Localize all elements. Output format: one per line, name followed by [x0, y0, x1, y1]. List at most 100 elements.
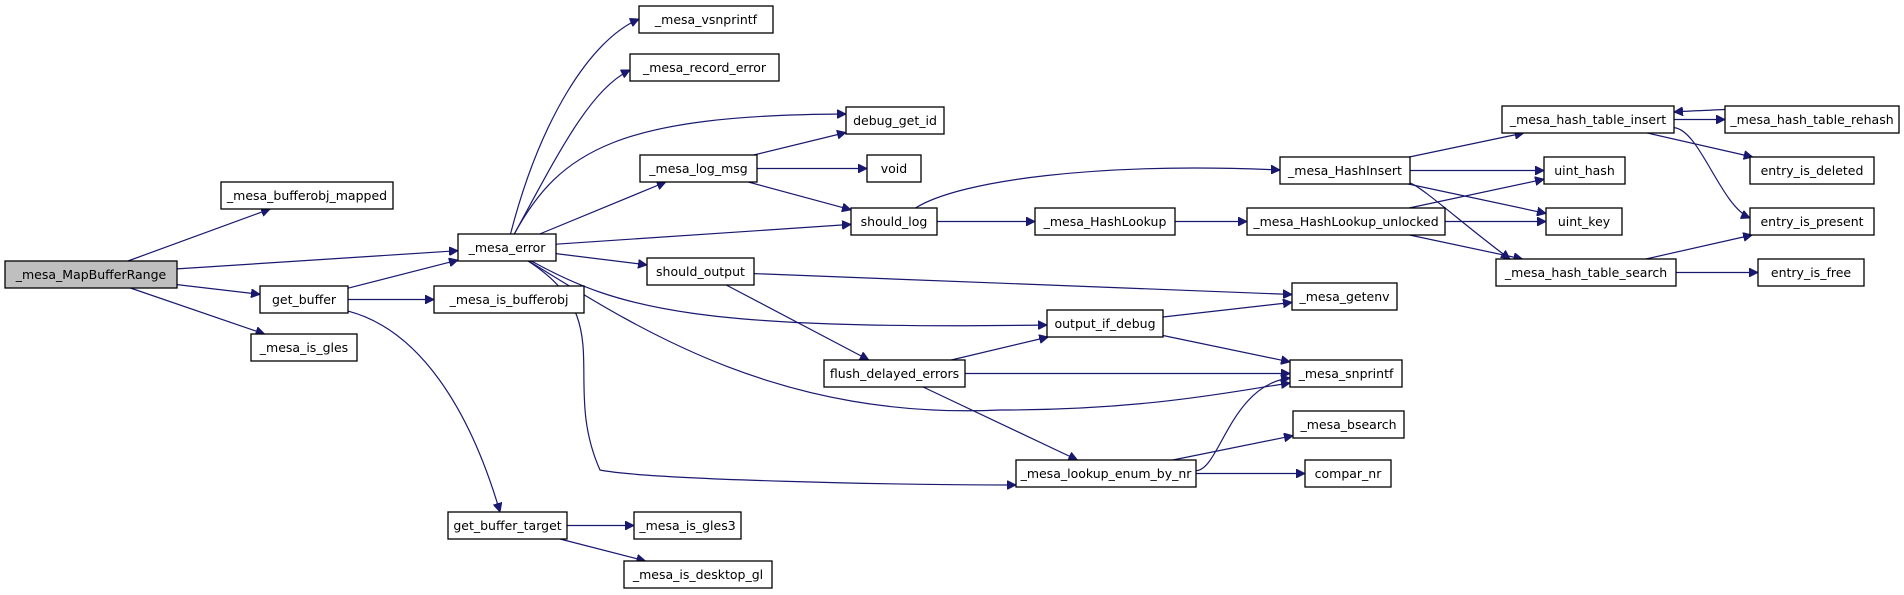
node-box[interactable]	[1501, 105, 1675, 134]
node-mesa-is-bufferobj[interactable]: _mesa_is_bufferobj	[433, 285, 585, 314]
node-mesa-hash-table-rehash[interactable]: _mesa_hash_table_rehash	[1724, 105, 1900, 134]
node-label: _mesa_log_msg	[648, 161, 747, 176]
node-box[interactable]	[1749, 207, 1875, 236]
node-mesa-is-desktop-gl[interactable]: _mesa_is_desktop_gl	[623, 560, 773, 589]
node-label: _mesa_bufferobj_mapped	[226, 188, 387, 203]
edge-mesa-error-to-mesa-record-error	[513, 69, 630, 235]
node-get-buffer-target[interactable]: get_buffer_target	[447, 511, 568, 540]
edge-mesa-hash-table-rehash-to-mesa-hash-table-insert	[1674, 108, 1729, 112]
node-label: output_if_debug	[1054, 316, 1155, 331]
node-output-if-debug[interactable]: output_if_debug	[1046, 309, 1164, 338]
node-box[interactable]	[1015, 459, 1197, 488]
node-uint-key[interactable]: uint_key	[1545, 207, 1623, 236]
node-uint-hash[interactable]: uint_hash	[1543, 156, 1626, 185]
node-mesa-snprintf[interactable]: _mesa_snprintf	[1289, 359, 1403, 388]
node-box[interactable]	[1291, 282, 1398, 311]
node-label: uint_key	[1558, 214, 1611, 229]
node-box[interactable]	[4, 260, 178, 289]
node-box[interactable]	[1495, 258, 1677, 287]
node-label: entry_is_present	[1760, 214, 1863, 229]
node-box[interactable]	[638, 5, 774, 34]
edge-should-log-to-mesa-hashinsert	[915, 168, 1281, 209]
node-box[interactable]	[623, 560, 773, 589]
node-layer: _mesa_MapBufferRange _mesa_bufferobj_mapp…	[4, 5, 1900, 589]
node-mesa-error[interactable]: _mesa_error	[457, 233, 557, 262]
edge-output-if-debug-to-mesa-snprintf	[1162, 334, 1290, 362]
node-mesa-is-gles[interactable]: _mesa_is_gles	[250, 333, 358, 362]
node-label: uint_hash	[1554, 163, 1615, 178]
edge-mesa-hash-table-search-to-entry-is-present	[1645, 235, 1752, 260]
node-mesa-bufferobj-mapped[interactable]: _mesa_bufferobj_mapped	[220, 181, 394, 210]
node-entry-is-free[interactable]: entry_is_free	[1757, 258, 1865, 287]
node-mesa-record-error[interactable]: _mesa_record_error	[629, 53, 780, 82]
node-box[interactable]	[850, 207, 938, 236]
node-label: _mesa_vsnprintf	[654, 12, 758, 27]
node-should-output[interactable]: should_output	[646, 257, 755, 286]
node-box[interactable]	[220, 181, 394, 210]
edge-mesa-log-msg-to-should-log	[748, 181, 851, 210]
node-mesa-mapbufferrange[interactable]: _mesa_MapBufferRange	[4, 260, 178, 289]
node-box[interactable]	[433, 285, 585, 314]
node-label: flush_delayed_errors	[830, 366, 959, 381]
node-box[interactable]	[1279, 156, 1411, 185]
node-box[interactable]	[1046, 309, 1164, 338]
edge-mesa-error-to-should-log	[555, 224, 851, 245]
edge-mesa-hashinsert-to-uint-key	[1408, 183, 1546, 213]
edge-layer	[127, 19, 1758, 561]
node-flush-delayed-errors[interactable]: flush_delayed_errors	[823, 359, 966, 388]
node-mesa-hashlookup[interactable]: _mesa_HashLookup	[1034, 207, 1176, 236]
node-box[interactable]	[1304, 459, 1392, 488]
node-box[interactable]	[1289, 359, 1403, 388]
node-box[interactable]	[1749, 156, 1875, 185]
node-box[interactable]	[1292, 410, 1405, 439]
node-box[interactable]	[1543, 156, 1626, 185]
node-should-log[interactable]: should_log	[850, 207, 938, 236]
node-mesa-vsnprintf[interactable]: _mesa_vsnprintf	[638, 5, 774, 34]
node-mesa-hash-table-search[interactable]: _mesa_hash_table_search	[1495, 258, 1677, 287]
node-mesa-hash-table-insert[interactable]: _mesa_hash_table_insert	[1501, 105, 1675, 134]
node-entry-is-deleted[interactable]: entry_is_deleted	[1749, 156, 1875, 185]
node-label: _mesa_hash_table_insert	[1509, 112, 1666, 127]
edge-flush-delayed-errors-to-output-if-debug	[951, 337, 1048, 361]
node-label: _mesa_hash_table_search	[1504, 265, 1667, 280]
node-box[interactable]	[646, 257, 755, 286]
node-entry-is-present[interactable]: entry_is_present	[1749, 207, 1875, 236]
node-box[interactable]	[866, 154, 922, 183]
node-box[interactable]	[259, 285, 349, 314]
node-mesa-hashinsert[interactable]: _mesa_HashInsert	[1279, 156, 1411, 185]
node-box[interactable]	[1724, 105, 1900, 134]
node-label: _mesa_HashLookup	[1043, 214, 1167, 229]
node-box[interactable]	[639, 154, 758, 183]
node-label: get_buffer	[272, 292, 337, 307]
node-box[interactable]	[633, 511, 742, 540]
node-box[interactable]	[447, 511, 568, 540]
node-mesa-hashlookup-unlocked[interactable]: _mesa_HashLookup_unlocked	[1246, 207, 1446, 236]
node-box[interactable]	[250, 333, 358, 362]
node-label: should_log	[861, 214, 928, 229]
node-mesa-bsearch[interactable]: _mesa_bsearch	[1292, 410, 1405, 439]
node-box[interactable]	[1545, 207, 1623, 236]
node-box[interactable]	[823, 359, 966, 388]
node-get-buffer[interactable]: get_buffer	[259, 285, 349, 314]
node-mesa-is-gles3[interactable]: _mesa_is_gles3	[633, 511, 742, 540]
node-debug-get-id[interactable]: debug_get_id	[845, 106, 945, 135]
edge-mesa-log-msg-to-debug-get-id	[753, 133, 846, 156]
node-label: should_output	[656, 264, 745, 279]
edge-get-buffer-target-to-mesa-is-desktop-gl	[559, 538, 646, 561]
node-mesa-lookup-enum-by-nr[interactable]: _mesa_lookup_enum_by_nr	[1015, 459, 1197, 488]
node-label: entry_is_free	[1771, 265, 1851, 280]
node-compar-nr[interactable]: compar_nr	[1304, 459, 1392, 488]
edge-mesa-error-to-output-if-debug	[531, 260, 1047, 326]
node-box[interactable]	[457, 233, 557, 262]
node-label: get_buffer_target	[453, 518, 561, 533]
node-box[interactable]	[1757, 258, 1865, 287]
node-mesa-log-msg[interactable]: _mesa_log_msg	[639, 154, 758, 183]
node-box[interactable]	[1246, 207, 1446, 236]
node-box[interactable]	[629, 53, 780, 82]
node-box[interactable]	[845, 106, 945, 135]
node-label: _mesa_hash_table_rehash	[1729, 112, 1893, 127]
node-void[interactable]: void	[866, 154, 922, 183]
node-box[interactable]	[1034, 207, 1176, 236]
node-mesa-getenv[interactable]: _mesa_getenv	[1291, 282, 1398, 311]
